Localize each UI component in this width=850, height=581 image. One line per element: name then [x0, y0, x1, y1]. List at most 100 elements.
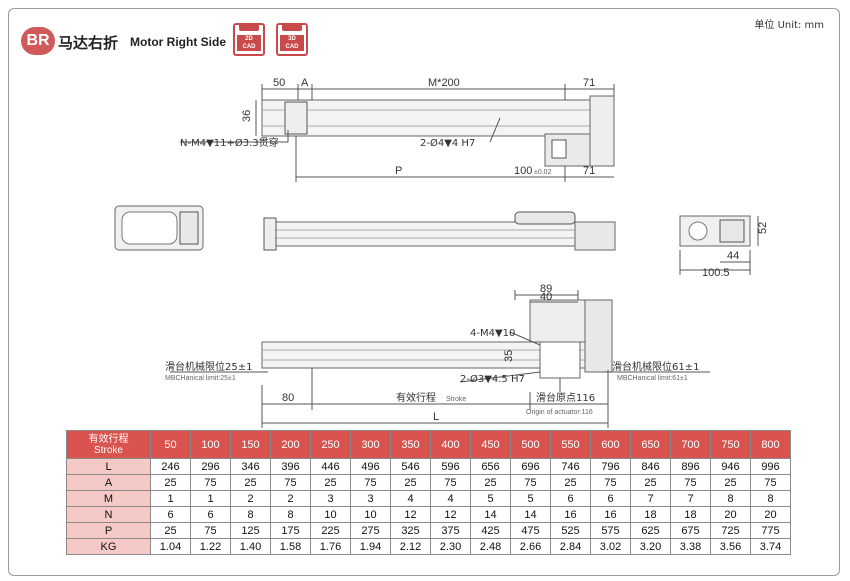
table-cell: 75	[590, 474, 631, 491]
table-cell: 375	[430, 522, 471, 539]
limit-left-en: MBCHanical limit:25±1	[165, 375, 236, 382]
cad-2d-bottom: CAD	[242, 44, 256, 50]
cad-3d-button[interactable]: 3D CAD	[276, 23, 308, 56]
table-cell: 475	[510, 522, 551, 539]
table-cell: 8	[230, 506, 271, 523]
table-cell: 946	[710, 458, 751, 475]
stroke-header-cell: 700	[670, 430, 711, 459]
table-cell: 6	[550, 490, 591, 507]
table-cell: 175	[270, 522, 311, 539]
dim-m200: M*200	[428, 77, 460, 89]
table-cell: 3.74	[750, 538, 791, 555]
corner-en: Stroke	[94, 444, 123, 456]
table-cell: 25	[310, 474, 351, 491]
table-cell: 16	[590, 506, 631, 523]
table-cell: 12	[390, 506, 431, 523]
origin-en: Origin of actuator:116	[526, 409, 593, 416]
stroke-header-cell: 500	[510, 430, 551, 459]
table-cell: 696	[510, 458, 551, 475]
row-label: KG	[66, 538, 151, 555]
stroke-header-cell: 400	[430, 430, 471, 459]
table-cell: 10	[310, 506, 351, 523]
table-cell: 10	[350, 506, 391, 523]
cad-2d-button[interactable]: 2D CAD	[233, 23, 265, 56]
table-cell: 4	[430, 490, 471, 507]
table-cell: 1	[150, 490, 191, 507]
stroke-header-cell: 250	[310, 430, 351, 459]
dim-71-bottom: 71	[583, 165, 595, 177]
table-cell: 12	[430, 506, 471, 523]
dim-100-tol: ±0.02	[534, 169, 552, 176]
table-cell: 446	[310, 458, 351, 475]
row-label: A	[66, 474, 151, 491]
cad-3d-bottom: CAD	[285, 44, 299, 50]
table-cell: 25	[150, 522, 191, 539]
table-cell: 525	[550, 522, 591, 539]
table-cell: 14	[510, 506, 551, 523]
stroke-header-cell: 650	[630, 430, 671, 459]
table-cell: 846	[630, 458, 671, 475]
table-cell: 656	[470, 458, 511, 475]
table-cell: 75	[190, 474, 231, 491]
table-cell: 775	[750, 522, 791, 539]
table-cell: 6	[590, 490, 631, 507]
table-cell: 246	[150, 458, 191, 475]
table-cell: 2.48	[470, 538, 511, 555]
stroke-header-cell: 200	[270, 430, 311, 459]
dim-36: 36	[241, 110, 253, 122]
table-cell: 6	[190, 506, 231, 523]
table-cell: 14	[470, 506, 511, 523]
cad-3d-top: 3D	[288, 36, 296, 42]
dim-p: P	[395, 165, 402, 177]
table-cell: 4	[390, 490, 431, 507]
technical-drawing: 50 A M*200 71 36 P 100 ±0.02 71 N-M4▼11+…	[114, 77, 769, 428]
stroke-header-cell: 150	[230, 430, 271, 459]
table-cell: 75	[350, 474, 391, 491]
right-end-view	[679, 215, 759, 275]
table-cell: 996	[750, 458, 791, 475]
table-cell: 18	[670, 506, 711, 523]
dim-100-5: 100.5	[702, 267, 730, 279]
table-cell: 25	[150, 474, 191, 491]
stroke-header-cell: 800	[750, 430, 791, 459]
left-end-view	[114, 205, 204, 251]
table-cell: 8	[270, 506, 311, 523]
bottom-view	[170, 290, 710, 428]
table-cell: 3	[310, 490, 351, 507]
table-cell: 3.38	[670, 538, 711, 555]
stroke-header-cell: 750	[710, 430, 751, 459]
dim-44: 44	[727, 250, 739, 262]
corner-cn: 有效行程	[88, 433, 129, 445]
table-cell: 20	[750, 506, 791, 523]
cad-2d-top: 2D	[245, 36, 253, 42]
table-cell: 8	[710, 490, 751, 507]
table-cell: 1.40	[230, 538, 271, 555]
table-cell: 346	[230, 458, 271, 475]
stroke-en: Stroke	[446, 396, 466, 403]
table-cell: 396	[270, 458, 311, 475]
front-view	[263, 211, 616, 251]
table-cell: 75	[270, 474, 311, 491]
table-cell: 3	[350, 490, 391, 507]
top-view	[180, 84, 615, 182]
table-cell: 896	[670, 458, 711, 475]
table-cell: 596	[430, 458, 471, 475]
floppy-icon	[282, 23, 302, 31]
row-label: N	[66, 506, 151, 523]
stroke-header-cell: 600	[590, 430, 631, 459]
stroke-header-cell: 550	[550, 430, 591, 459]
dim-40: 40	[540, 291, 552, 303]
table-cell: 5	[470, 490, 511, 507]
stroke-header-cell: 350	[390, 430, 431, 459]
table-cell: 296	[190, 458, 231, 475]
table-cell: 625	[630, 522, 671, 539]
table-cell: 575	[590, 522, 631, 539]
